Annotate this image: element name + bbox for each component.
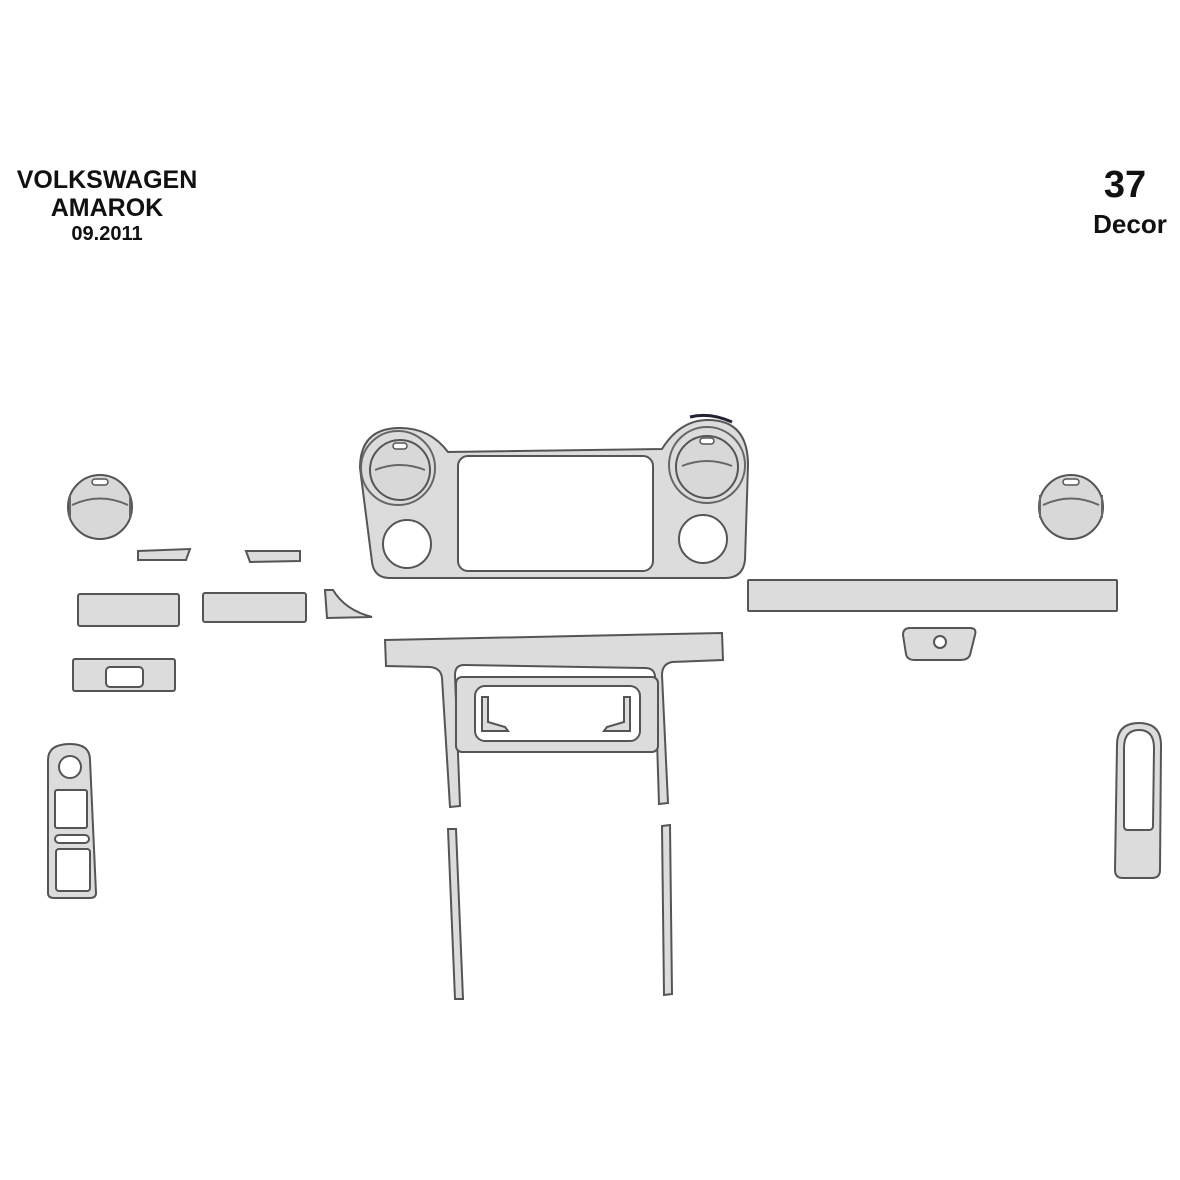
right-vertical-strip	[660, 823, 674, 997]
switch-panel-with-cutout	[72, 658, 176, 692]
door-panel-strip-2	[202, 592, 307, 623]
kit-type-label: Decor	[1093, 209, 1167, 239]
small-strip-left	[137, 547, 192, 561]
window-switch-panel	[47, 742, 98, 899]
right-air-vent-trim	[1038, 474, 1104, 540]
left-air-vent-trim	[67, 474, 133, 540]
kit-number-label: 37	[1103, 164, 1147, 206]
model-label: AMAROK	[50, 194, 164, 222]
triangle-corner-piece	[323, 589, 373, 620]
date-label: 09.2011	[71, 223, 143, 245]
right-door-handle-trim	[1113, 721, 1163, 879]
door-panel-strip-1	[77, 593, 180, 627]
small-strip-right	[244, 550, 301, 564]
small-keyhole-trim	[901, 627, 977, 661]
long-dashboard-strip	[747, 579, 1118, 612]
brand-label: VOLKSWAGEN	[16, 166, 198, 194]
left-vertical-strip	[446, 828, 465, 1000]
center-t-frame	[383, 631, 725, 809]
center-console-frame-with-vents	[358, 413, 750, 579]
climate-control-bezel	[455, 676, 659, 753]
